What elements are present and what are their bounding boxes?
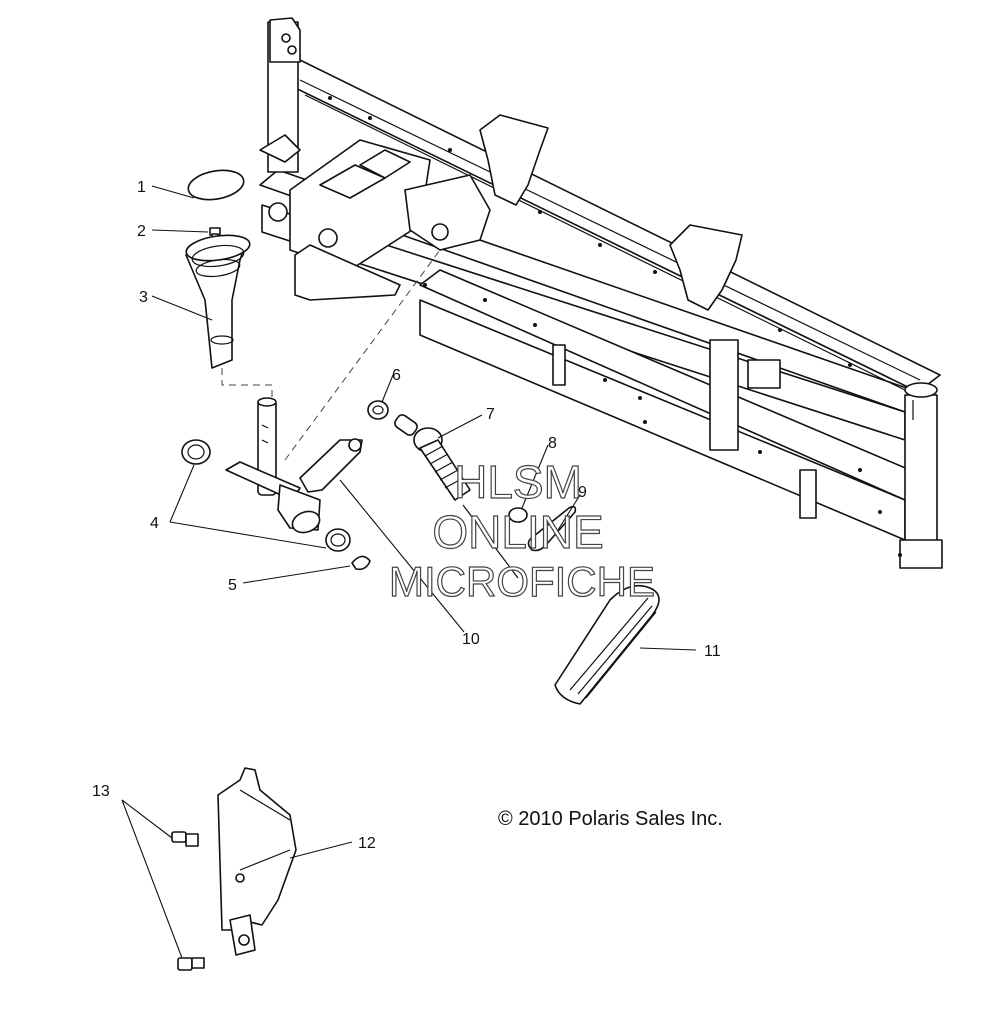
left-tab — [259, 134, 301, 163]
mount-opening-2 — [359, 149, 411, 179]
left-post-hole — [281, 33, 291, 43]
gusset-center — [709, 339, 739, 451]
callout-7: 7 — [486, 406, 495, 423]
shifter-assembly-line — [284, 249, 441, 461]
frame-holes — [328, 96, 902, 557]
leader-lines — [121, 185, 697, 959]
shifter-lever — [225, 397, 363, 534]
part-8-washer — [508, 507, 528, 523]
gusset-left — [552, 344, 566, 386]
callout-5: 5 — [228, 577, 237, 594]
copyright-text: © 2010 Polaris Sales Inc. — [498, 808, 723, 830]
pivot-bracket — [404, 174, 491, 251]
left-post-hole-2 — [287, 45, 297, 55]
knob-assembly-line — [221, 368, 273, 398]
watermark-line-1: HLSM — [454, 456, 582, 508]
part-9-pin — [527, 505, 577, 552]
frame-bushing-left — [268, 202, 288, 222]
upper-bracket-2 — [669, 224, 743, 311]
callout-labels: 1 2 3 4 5 6 7 8 9 10 11 12 13 — [92, 179, 721, 852]
gusset-right — [799, 469, 817, 519]
part-12-bracket — [217, 767, 297, 956]
part-5-clip — [351, 555, 371, 571]
callout-3: 3 — [139, 289, 148, 306]
callout-10: 10 — [462, 631, 480, 648]
upper-bracket-1 — [479, 114, 549, 206]
part-7-damper — [394, 414, 519, 579]
callout-12: 12 — [358, 835, 376, 852]
callout-11: 11 — [704, 643, 721, 660]
gusset-bracket — [747, 359, 781, 389]
part-13-bolts — [171, 831, 205, 971]
callout-8: 8 — [548, 435, 557, 452]
callout-9: 9 — [578, 484, 587, 501]
watermark-line-3: MICROFICHE — [389, 558, 655, 605]
frame-assembly — [259, 17, 943, 569]
callout-1: 1 — [137, 179, 146, 196]
pivot-hole — [431, 223, 449, 241]
part-4-bushings — [181, 439, 351, 552]
callout-4: 4 — [150, 515, 159, 532]
callout-6: 6 — [392, 367, 401, 384]
right-post-cap — [904, 382, 938, 398]
watermark-line-2: ONLINE — [432, 506, 603, 558]
callout-2: 2 — [137, 223, 146, 240]
frame-bushing-right — [318, 228, 338, 248]
part-3-shift-knob — [185, 234, 251, 369]
part-6-nut — [367, 400, 389, 420]
right-post-foot — [899, 539, 943, 569]
part-11-boot-seal — [554, 584, 660, 705]
callout-13: 13 — [92, 783, 110, 800]
right-post — [904, 394, 938, 551]
lower-mount-plate — [294, 244, 401, 301]
watermark: HLSM ONLINE MICROFICHE — [388, 455, 655, 605]
part-1-cap — [187, 169, 245, 201]
